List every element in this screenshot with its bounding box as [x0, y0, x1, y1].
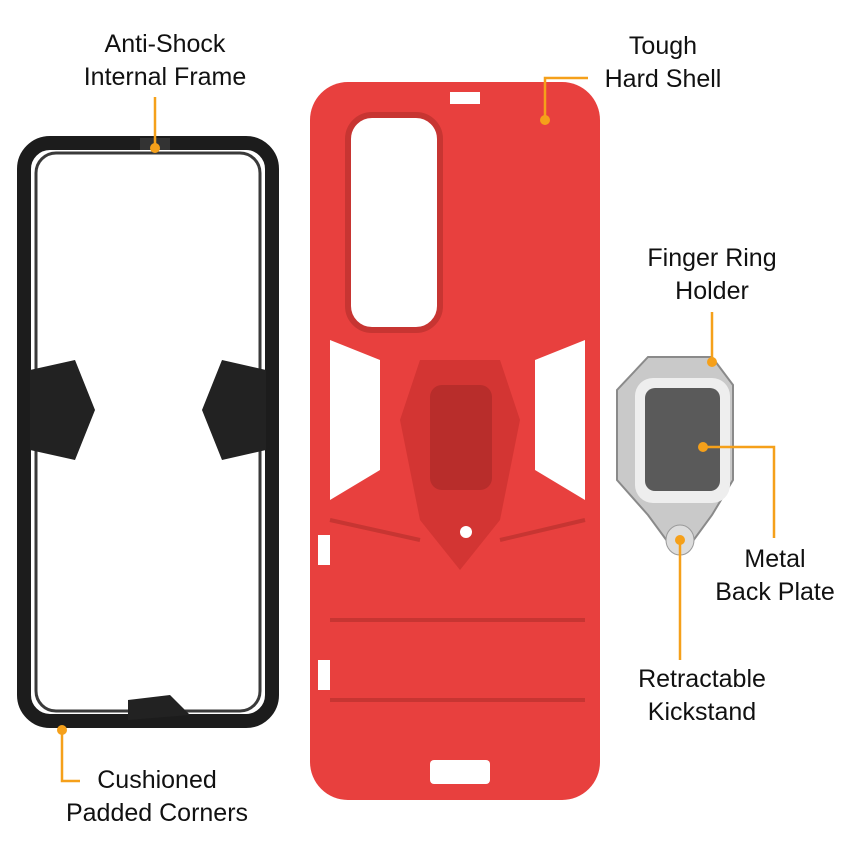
finger-ring-holder: [616, 356, 734, 556]
callout-line: Hard Shell: [604, 65, 722, 93]
callout-line: Padded Corners: [65, 799, 249, 827]
callout-line: Cushioned: [97, 766, 217, 794]
callout-line: Holder: [675, 277, 749, 305]
internal-frame: [17, 136, 279, 728]
callout-dots: [57, 115, 717, 735]
callout-line: Kickstand: [647, 698, 757, 726]
callout-line: Metal: [744, 545, 806, 573]
callout-line: Retractable: [638, 665, 766, 693]
callout-line: Finger Ring: [647, 244, 777, 272]
callout-line: Internal Frame: [83, 63, 247, 91]
callout-lines: [60, 76, 776, 783]
callout-line: Tough: [628, 32, 698, 60]
callout-line: Back Plate: [715, 578, 835, 606]
hard-shell: [310, 82, 600, 800]
callout-line: Anti-Shock: [104, 30, 226, 58]
